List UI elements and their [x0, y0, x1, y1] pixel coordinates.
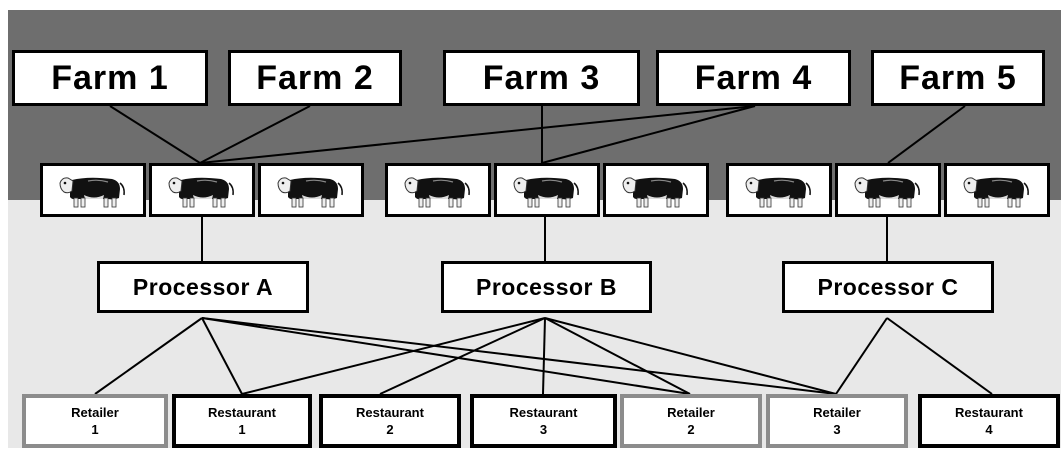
link-procC-restaurant4	[886, 317, 993, 395]
link-procB-restaurant2	[379, 317, 546, 395]
farm-label: Farm 5	[899, 58, 1017, 97]
link-farm4-cattle1	[199, 105, 756, 164]
cow-icon	[622, 176, 688, 208]
cow-icon	[854, 176, 920, 208]
outlet-restaurant-4: Restaurant 4	[918, 394, 1060, 448]
outlet-name: Restaurant	[509, 405, 578, 420]
outlet-restaurant-3: Restaurant 3	[470, 394, 617, 448]
cattle-box	[835, 163, 941, 217]
cow-icon	[513, 176, 579, 208]
cow-icon	[59, 176, 125, 208]
cow-icon	[404, 176, 470, 208]
outlet-number: 1	[91, 422, 99, 437]
outlet-restaurant-1: Restaurant 1	[172, 394, 312, 448]
outlet-name: Retailer	[667, 405, 715, 420]
cattle-box	[494, 163, 600, 217]
outlet-retailer-3: Retailer 3	[766, 394, 908, 448]
processor-b-box: Processor B	[441, 261, 652, 313]
link-procA-retailer3	[201, 317, 837, 395]
outlet-number: 4	[985, 422, 993, 437]
outlet-number: 2	[386, 422, 394, 437]
cattle-box	[40, 163, 146, 217]
farm-3-box: Farm 3	[443, 50, 640, 106]
cattle-box	[944, 163, 1050, 217]
link-procB-retailer3	[544, 317, 837, 395]
outlet-name: Restaurant	[356, 405, 424, 420]
outlet-retailer-2: Retailer 2	[620, 394, 762, 448]
outlet-name: Retailer	[71, 405, 119, 420]
outlet-retailer-1: Retailer 1	[22, 394, 168, 448]
cattle-box	[385, 163, 491, 217]
outlet-number: 3	[539, 422, 548, 437]
outlet-number: 2	[687, 422, 695, 437]
link-procB-restaurant1	[241, 317, 546, 395]
outlet-name: Restaurant	[955, 405, 1023, 420]
processor-label: Processor A	[132, 273, 274, 300]
processor-label: Processor B	[475, 273, 617, 300]
farm-5-box: Farm 5	[871, 50, 1045, 106]
link-procA-retailer1	[94, 317, 203, 395]
link-procC-retailer3	[835, 317, 888, 395]
link-procA-retailer2	[201, 317, 691, 395]
outlet-name: Restaurant	[208, 405, 276, 420]
processor-c-box: Processor C	[782, 261, 994, 313]
outlet-restaurant-2: Restaurant 2	[319, 394, 461, 448]
cattle-box	[149, 163, 255, 217]
outlet-number: 3	[833, 422, 841, 437]
farm-2-box: Farm 2	[228, 50, 402, 106]
outlet-name: Retailer	[813, 405, 861, 420]
link-farm1-cattle1	[109, 105, 201, 164]
link-procA-restaurant1	[201, 317, 243, 395]
cow-icon	[168, 176, 234, 208]
farm-label: Farm 3	[482, 58, 601, 97]
outlet-number: 1	[238, 422, 246, 437]
farm-label: Farm 1	[51, 58, 169, 97]
link-procB-restaurant3	[542, 317, 546, 395]
cattle-box	[258, 163, 364, 217]
farm-1-box: Farm 1	[12, 50, 208, 106]
cattle-box	[726, 163, 832, 217]
cow-icon	[277, 176, 343, 208]
cattle-box	[603, 163, 709, 217]
processor-label: Processor C	[817, 273, 959, 300]
farm-label: Farm 2	[256, 58, 374, 97]
processor-a-box: Processor A	[97, 261, 309, 313]
link-farm5-cattle3	[887, 105, 966, 164]
cow-icon	[745, 176, 811, 208]
cow-icon	[963, 176, 1029, 208]
link-farm4-cattle2	[541, 105, 756, 164]
farm-4-box: Farm 4	[656, 50, 851, 106]
link-procB-retailer2	[544, 317, 691, 395]
farm-label: Farm 4	[694, 58, 813, 97]
link-farm2-cattle1	[199, 105, 311, 164]
